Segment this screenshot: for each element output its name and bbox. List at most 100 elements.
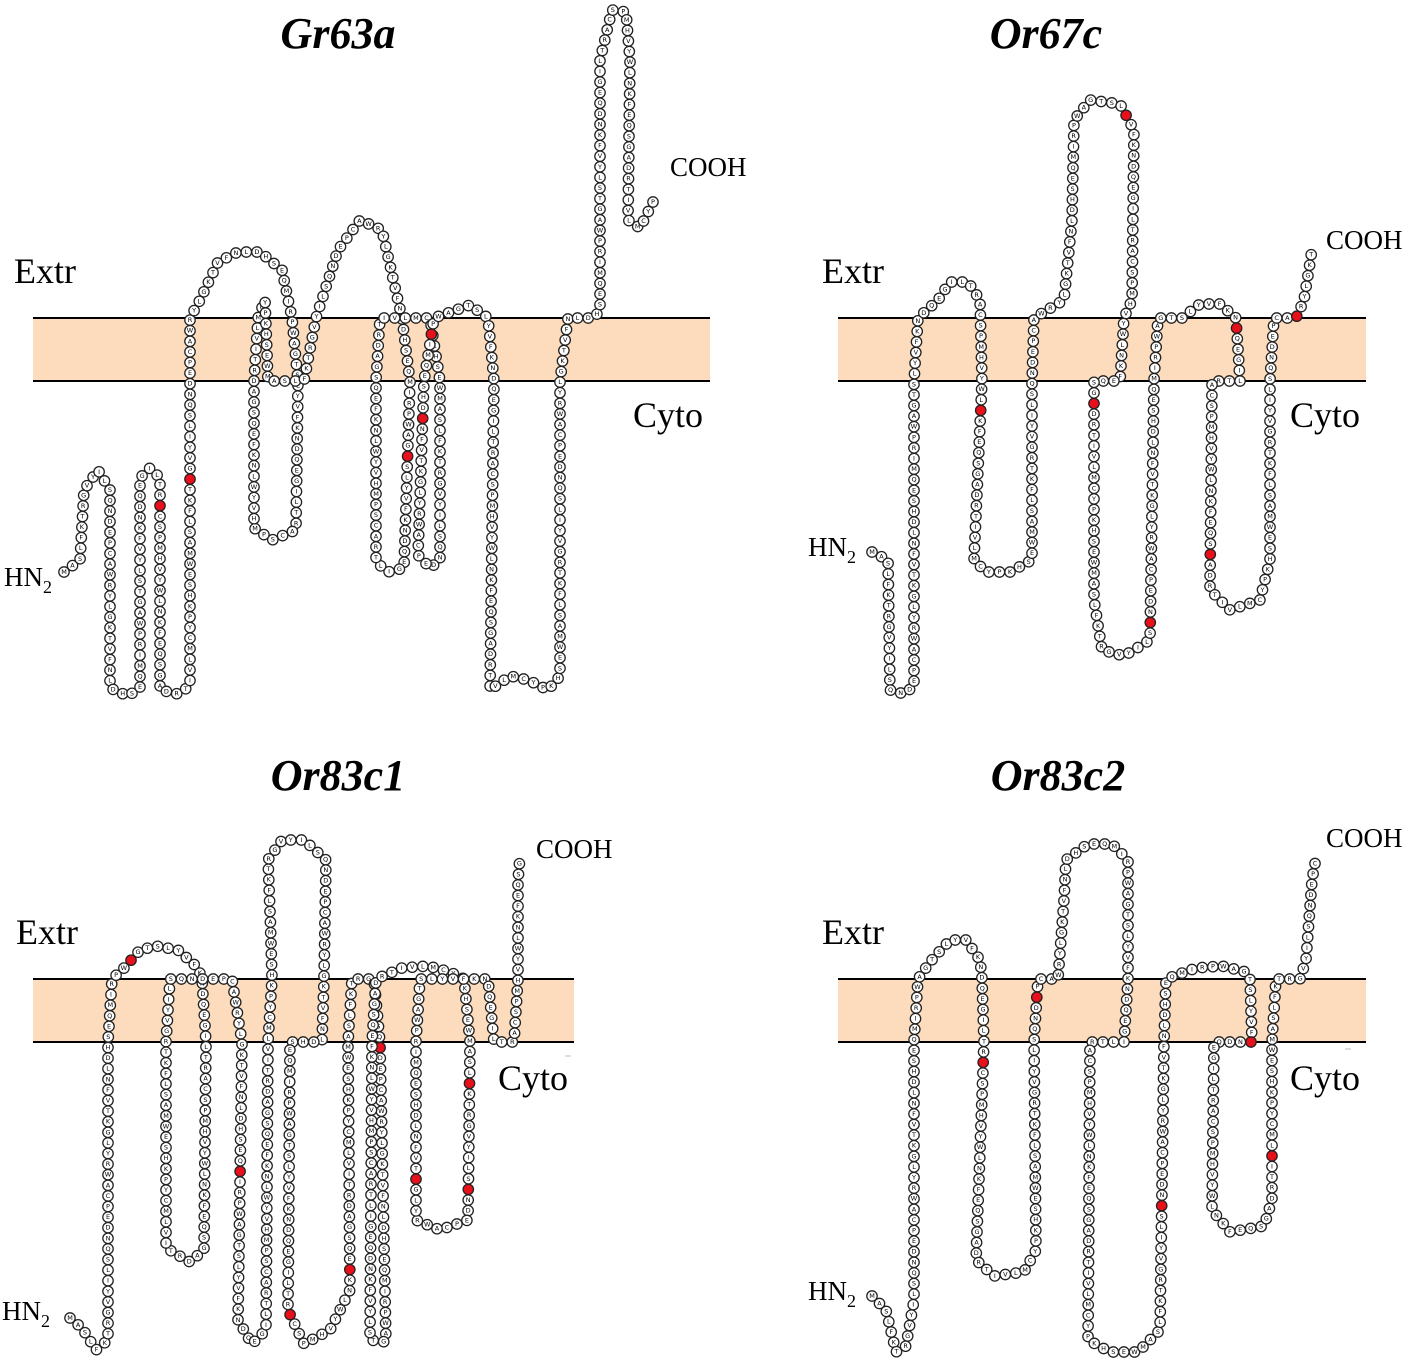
residue-letter: L [886,570,890,578]
c-terminus-label: COOH [670,152,747,182]
residue-letter: R [1208,582,1213,590]
residue-letter: W [157,587,164,595]
residue-bead [1077,101,1090,114]
residue-bead [1208,588,1221,601]
residue-bead [118,962,130,974]
residue-letter: I [994,1272,996,1280]
extracellular-label: Extr [14,251,76,291]
residue-letter: P [491,491,495,499]
residue-letter: K [438,448,443,456]
residue-letter: Q [627,122,632,130]
residue-letter: Q [975,1207,980,1215]
residue-bead [1044,302,1057,314]
residue-letter: Q [402,548,407,556]
residue-letter: S [324,282,328,290]
residue-bead [911,314,924,327]
panel-title: Or67c [990,9,1102,58]
residue-letter: A [416,531,421,539]
residue-letter: Y [404,484,409,492]
residue-letter: W [1055,971,1062,979]
residue-letter: T [239,1061,244,1069]
residue-letter: S [1268,491,1272,499]
residue-letter: T [373,554,378,562]
residue-letter: S [271,536,275,544]
residue-letter: I [383,314,385,322]
residue-letter: L [516,934,520,942]
residue-letter: S [980,1080,984,1088]
residue-letter: V [392,314,397,322]
residue-letter: T [1097,632,1102,640]
residue-letter: M [61,568,67,576]
residue-letter: Q [377,1033,382,1041]
residue-bead [220,251,233,264]
residue-letter: A [287,1120,292,1128]
residue-letter: T [80,513,85,521]
residue-letter: T [487,671,492,679]
residue-letter: V [252,504,257,512]
residue-letter: V [1126,953,1131,961]
residue-letter: H [515,976,520,984]
residue-letter: S [438,416,442,424]
residue-letter: N [286,1216,291,1224]
c-terminus-label: COOH [1326,823,1403,853]
residue-letter: E [558,654,562,662]
residue-letter: D [974,491,979,499]
residue-letter: Y [515,955,520,963]
residue-letter: L [89,1338,93,1346]
residue-letter: Y [137,556,142,564]
residue-letter: V [1210,1171,1215,1179]
residue-letter: R [977,1259,982,1267]
residue-letter: V [964,936,969,944]
residue-letter: N [1150,449,1155,457]
residue-bead [383,565,395,578]
residue-letter: N [978,963,983,971]
residue-letter: K [295,424,300,432]
residue-letter: A [1032,316,1037,324]
residue-letter: E [402,558,406,566]
residue-letter: D [251,377,256,385]
residue-letter: V [1087,1110,1092,1118]
residue-letter: S [264,1257,268,1265]
residue-letter: Y [1085,1322,1090,1330]
residue-letter: K [265,1162,270,1170]
residue-bead [262,852,275,865]
residue-letter: E [1149,587,1153,595]
residue-letter: D [1124,996,1129,1004]
residue-letter: P [915,993,919,1001]
residue-letter: F [374,405,378,413]
residue-letter: R [626,175,631,183]
residue-bead [248,1335,261,1348]
residue-letter: K [558,580,563,588]
residue-bead [347,223,359,236]
residue-letter: S [405,463,409,471]
residue-letter: A [347,1213,352,1221]
residue-letter: K [108,624,113,632]
residue-letter: Q [201,1001,206,1009]
residue-letter: C [188,634,193,642]
residue-letter: H [1270,1078,1275,1086]
residue-letter: H [238,1125,243,1133]
residue-letter: P [541,684,545,692]
residue-letter: M [911,465,917,473]
residue-letter: S [265,341,269,349]
residue-letter: G [1131,194,1136,202]
residue-letter: C [108,550,113,558]
residue-letter: I [289,1078,291,1086]
residue-bead [1071,110,1084,122]
residue-letter: A [203,1075,208,1083]
residue-letter: Q [246,1334,251,1342]
residue-letter: L [1032,1046,1036,1054]
residue-letter: N [1087,1152,1092,1160]
residue-letter: N [1214,1211,1219,1219]
residue-letter: S [106,1256,110,1264]
residue-letter: L [106,1266,110,1274]
residue-letter: M [1070,153,1076,161]
residue-letter: K [252,451,257,459]
residue-bead [1035,307,1048,320]
residue-letter: F [236,1295,240,1303]
residue-letter: N [1233,314,1238,322]
residue-letter: R [174,690,179,698]
residue-letter: G [135,948,140,956]
residue-letter: N [108,507,113,515]
residue-letter: M [425,351,431,359]
